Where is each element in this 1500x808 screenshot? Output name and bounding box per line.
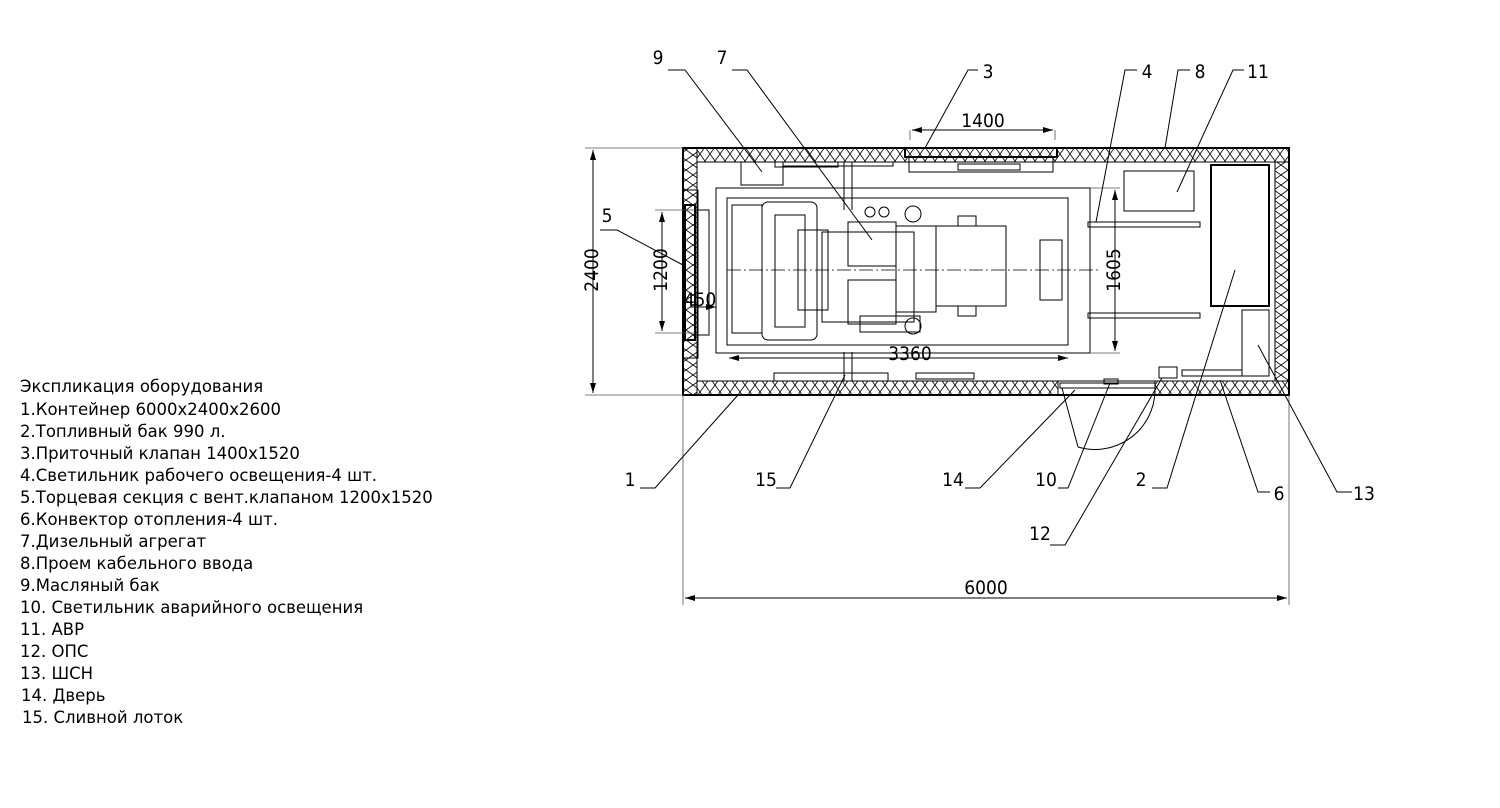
leader-lines [600, 69, 1352, 546]
door [1059, 382, 1156, 450]
dim-frame-length: 3360 [888, 343, 932, 365]
callout-13: 13 [1353, 483, 1375, 505]
dim-gap: 450 [684, 289, 717, 311]
legend-item: 13. ШСН [20, 664, 93, 683]
end-section-vent [682, 189, 710, 359]
supply-valve [904, 147, 1058, 173]
callout-9: 9 [653, 47, 664, 69]
callout-11: 11 [1247, 61, 1269, 83]
heater [915, 372, 975, 380]
legend-item: 5.Торцевая секция с вент.клапаном 1200х1… [20, 488, 433, 507]
ats-panel [1123, 170, 1195, 212]
dimension-lines [585, 127, 1290, 605]
callout-4: 4 [1142, 61, 1153, 83]
dim-end-section: 1200 [650, 248, 672, 292]
callout-8: 8 [1195, 61, 1206, 83]
diesel-generator [715, 187, 1100, 354]
legend-item: 12. ОПС [20, 642, 88, 661]
legend-item: 7.Дизельный агрегат [20, 532, 207, 551]
legend-item: 4.Светильник рабочего освещения-4 шт. [20, 466, 377, 485]
callout-3: 3 [983, 61, 994, 83]
callout-1: 1 [625, 469, 636, 491]
heater [1181, 369, 1243, 377]
callout-15: 15 [755, 469, 777, 491]
callout-6: 6 [1274, 483, 1285, 505]
drain-tray [773, 372, 889, 382]
callout-14: 14 [942, 469, 964, 491]
legend-item: 10. Светильник аварийного освещения [20, 598, 363, 617]
legend-item: 3.Приточный клапан 1400х1520 [20, 444, 300, 463]
callout-5: 5 [602, 205, 613, 227]
legend-item: 6.Конвектор отопления-4 шт. [20, 510, 278, 529]
callout-2: 2 [1136, 469, 1147, 491]
work-light [1087, 312, 1201, 319]
legend-item: 11. АВР [20, 620, 84, 639]
callout-12: 12 [1029, 523, 1051, 545]
fire-alarm-panel [1158, 366, 1178, 379]
fuel-tank [1210, 164, 1270, 307]
dim-frame-width: 1605 [1103, 248, 1125, 292]
legend-item: 15. Сливной лоток [22, 708, 183, 727]
work-light [1087, 221, 1201, 228]
callout-7: 7 [717, 47, 728, 69]
equipment-legend: Экспликация оборудования 1.Контейнер 600… [20, 377, 433, 727]
aux-cabinet [1241, 309, 1270, 377]
callout-10: 10 [1035, 469, 1057, 491]
oil-tank [740, 161, 784, 186]
emergency-light [1103, 378, 1119, 385]
dim-container-width: 2400 [581, 248, 603, 292]
dim-container-length: 6000 [964, 577, 1008, 599]
legend-item: 2.Топливный бак 990 л. [20, 422, 226, 441]
legend-item: 14. Дверь [21, 686, 105, 705]
legend-item: 1.Контейнер 6000х2400х2600 [20, 400, 281, 419]
legend-item: 8.Проем кабельного ввода [20, 554, 253, 573]
legend-title: Экспликация оборудования [20, 377, 263, 396]
dim-valve-width: 1400 [961, 110, 1005, 132]
legend-item: 9.Масляный бак [20, 576, 160, 595]
